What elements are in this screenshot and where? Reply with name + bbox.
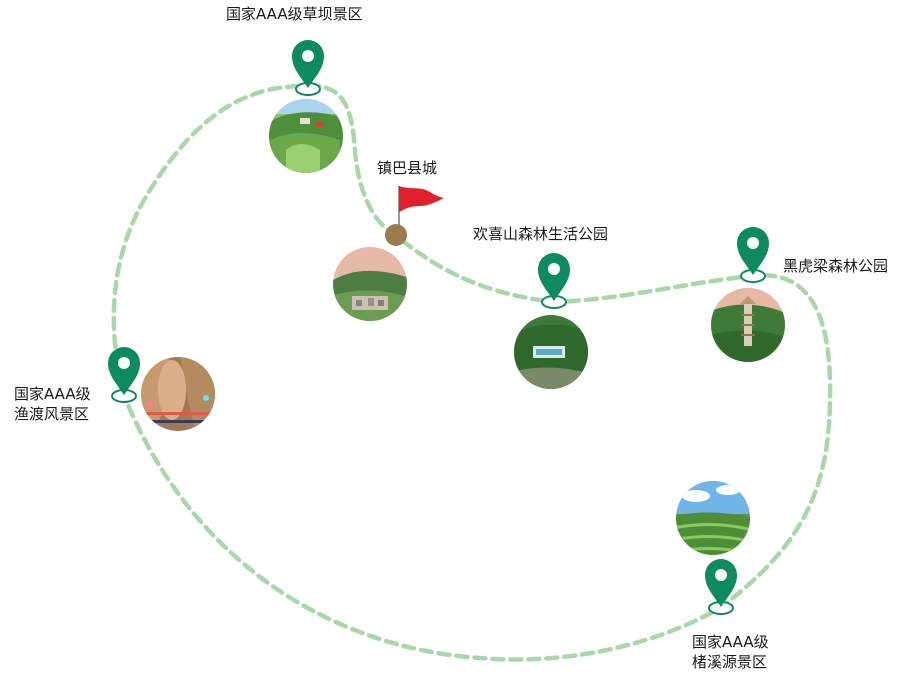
route-dashed-line [111,83,833,662]
label-heihu: 黑虎梁森林公园 [783,257,889,275]
label-huanxi: 欢喜山森林生活公园 [473,225,609,243]
photo-caoba-valley [269,99,343,173]
pin-huanxi[interactable] [538,253,570,309]
photo-county-town [333,247,407,321]
pin-zhuxi[interactable] [705,559,737,615]
county-marker[interactable] [385,186,444,246]
label-caoba: 国家AAA级草坝景区 [226,5,363,23]
label-yudu: 国家AAA级 渔渡风景区 [14,385,91,423]
photo-heihu-pagoda [711,288,785,362]
red-flag-icon [399,186,444,212]
photo-yudu-cave [141,357,215,431]
label-county: 镇巴县城 [377,159,438,177]
pin-heihu[interactable] [737,227,769,283]
pin-yudu[interactable] [108,347,140,403]
photo-huanxi-park [514,315,588,389]
pin-caoba[interactable] [292,40,324,96]
photo-zhuxi-tea [676,481,750,555]
label-zhuxi: 国家AAA级 楮溪源景区 [692,633,769,671]
